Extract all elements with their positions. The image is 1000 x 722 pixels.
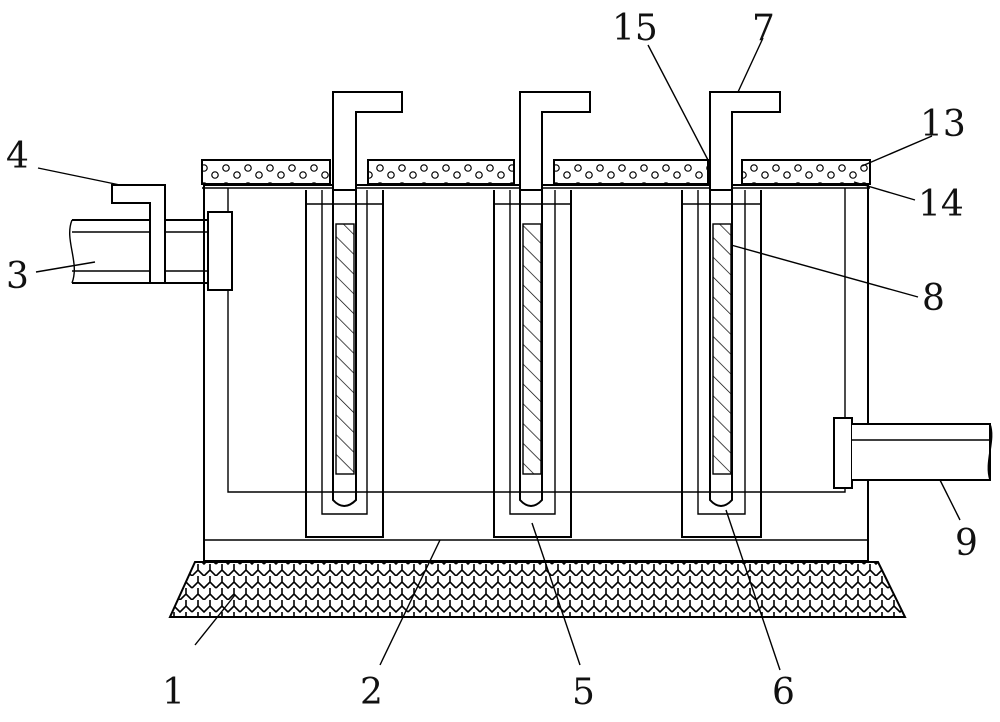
label-6: 6 bbox=[772, 672, 795, 713]
leader-5 bbox=[531, 522, 581, 666]
leader-15 bbox=[647, 44, 709, 161]
electrode-assembly-2 bbox=[493, 91, 591, 538]
leader-8 bbox=[730, 244, 919, 298]
leader-9 bbox=[939, 479, 961, 521]
inlet-pipe bbox=[68, 211, 233, 291]
electrode-assembly-1 bbox=[305, 91, 403, 538]
leader-13 bbox=[861, 135, 933, 167]
base-pad bbox=[168, 561, 907, 618]
label-15: 15 bbox=[612, 8, 658, 49]
label-9: 9 bbox=[955, 523, 978, 564]
inlet-valve bbox=[111, 184, 166, 284]
label-3: 3 bbox=[6, 256, 29, 297]
leader-lines bbox=[35, 37, 961, 671]
leader-4 bbox=[37, 167, 121, 186]
lid-segment-2 bbox=[367, 159, 515, 185]
label-1: 1 bbox=[162, 672, 185, 713]
label-13: 13 bbox=[920, 104, 966, 145]
leader-14 bbox=[853, 181, 916, 201]
label-7: 7 bbox=[752, 8, 775, 49]
label-4: 4 bbox=[6, 136, 29, 177]
leader-3 bbox=[35, 261, 96, 273]
leader-6 bbox=[725, 509, 781, 671]
lid-segment-3 bbox=[553, 159, 709, 185]
leader-1 bbox=[194, 594, 236, 646]
lid-segment-1 bbox=[201, 159, 331, 185]
label-8: 8 bbox=[922, 278, 945, 319]
leader-2 bbox=[379, 539, 441, 666]
tank-inner-chamber bbox=[227, 188, 846, 493]
leader-7 bbox=[737, 37, 764, 93]
label-5: 5 bbox=[572, 672, 595, 713]
label-2: 2 bbox=[360, 672, 383, 713]
lid-segment-4 bbox=[741, 159, 871, 185]
outlet-pipe bbox=[833, 417, 993, 489]
electrode-assembly-3 bbox=[681, 91, 781, 538]
label-14: 14 bbox=[918, 184, 964, 225]
